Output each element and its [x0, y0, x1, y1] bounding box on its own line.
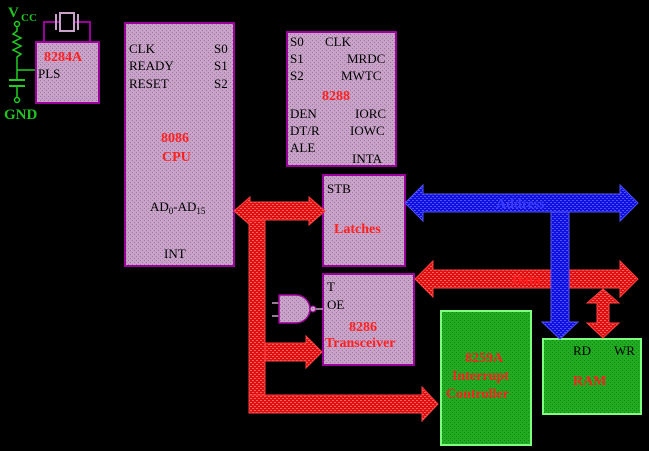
cpu-pin-reset: RESET	[129, 76, 169, 91]
bc-pin-ale: ALE	[290, 140, 315, 155]
bc-pin-s0: S0	[290, 34, 304, 49]
cpu-chip: CLK READY RESET S0 S1 S2 8086 CPU AD0-AD…	[124, 22, 235, 267]
ram-chip: RD WR RAM	[542, 338, 642, 415]
cpu-pin-s1: S1	[214, 58, 228, 73]
crystal-icon	[43, 12, 91, 43]
cpu-pin-s0: S0	[214, 41, 228, 56]
latches-name: Latches	[334, 222, 381, 237]
bus-controller-name: 8288	[322, 89, 350, 104]
pic-name-line2: Interrupt	[452, 369, 509, 384]
vcc-subscript: CC	[21, 12, 37, 24]
ram-pin-rd: RD	[573, 343, 591, 358]
cpu-name-line1: 8086	[161, 131, 189, 146]
data-bus-label: Data	[512, 273, 541, 288]
bc-pin-mwtc: MWTC	[341, 68, 381, 83]
gnd-label: GND	[4, 107, 38, 123]
bc-pin-clk: CLK	[325, 34, 352, 49]
nand-gate-icon	[272, 294, 323, 324]
data-bus: Data	[414, 259, 639, 339]
bc-pin-iowc: IOWC	[350, 123, 385, 138]
bc-pin-dtr: DT/R	[290, 123, 320, 138]
cpu-name-line2: CPU	[162, 150, 191, 165]
bc-pin-s2: S2	[290, 68, 304, 83]
interrupt-controller-chip: 8259A Interrupt Controller	[440, 310, 532, 446]
bc-pin-mrdc: MRDC	[347, 51, 385, 66]
cpu-pin-ready: READY	[129, 58, 174, 73]
pic-name-line1: 8259A	[465, 351, 504, 366]
cpu-pin-ad: AD0-AD15	[150, 199, 206, 216]
clock-generator-chip: 8284A PLS	[35, 41, 100, 104]
cpu-pin-s2: S2	[214, 76, 228, 91]
resistor-icon	[11, 27, 23, 60]
transceiver-chip: T OE 8286 Transceiver	[322, 273, 415, 366]
transceiver-pin-t: T	[327, 279, 335, 294]
transceiver-name-line1: 8286	[349, 320, 377, 335]
clock-chip-name: 8284A	[44, 50, 83, 65]
cpu-local-bus	[233, 195, 439, 423]
bc-pin-inta: INTA	[352, 151, 383, 166]
cpu-pin-int: INT	[164, 246, 186, 261]
bus-controller-chip: S0 S1 S2 DEN DT/R ALE CLK MRDC MWTC IORC…	[286, 31, 397, 167]
transceiver-pin-oe: OE	[327, 297, 344, 312]
vcc-node	[13, 20, 21, 28]
ram-name: RAM	[573, 374, 606, 389]
ram-pin-wr: WR	[614, 343, 635, 358]
gnd-node	[13, 96, 21, 104]
vcc-label: V	[8, 5, 19, 21]
bc-pin-iorc: IORC	[355, 106, 386, 121]
address-bus-label: Address	[496, 197, 545, 212]
address-bus: Address	[404, 183, 639, 340]
bc-pin-den: DEN	[290, 106, 317, 121]
latches-pin-stb: STB	[327, 181, 351, 196]
bc-pin-s1: S1	[290, 51, 304, 66]
cpu-pin-clk: CLK	[129, 41, 156, 56]
clock-chip-pin: PLS	[38, 66, 60, 81]
power-circuit: V CC GND	[4, 5, 38, 123]
latches-chip: STB Latches	[322, 174, 406, 267]
transceiver-name-line2: Transceiver	[325, 336, 396, 351]
pic-name-line3: Controller	[446, 387, 509, 402]
